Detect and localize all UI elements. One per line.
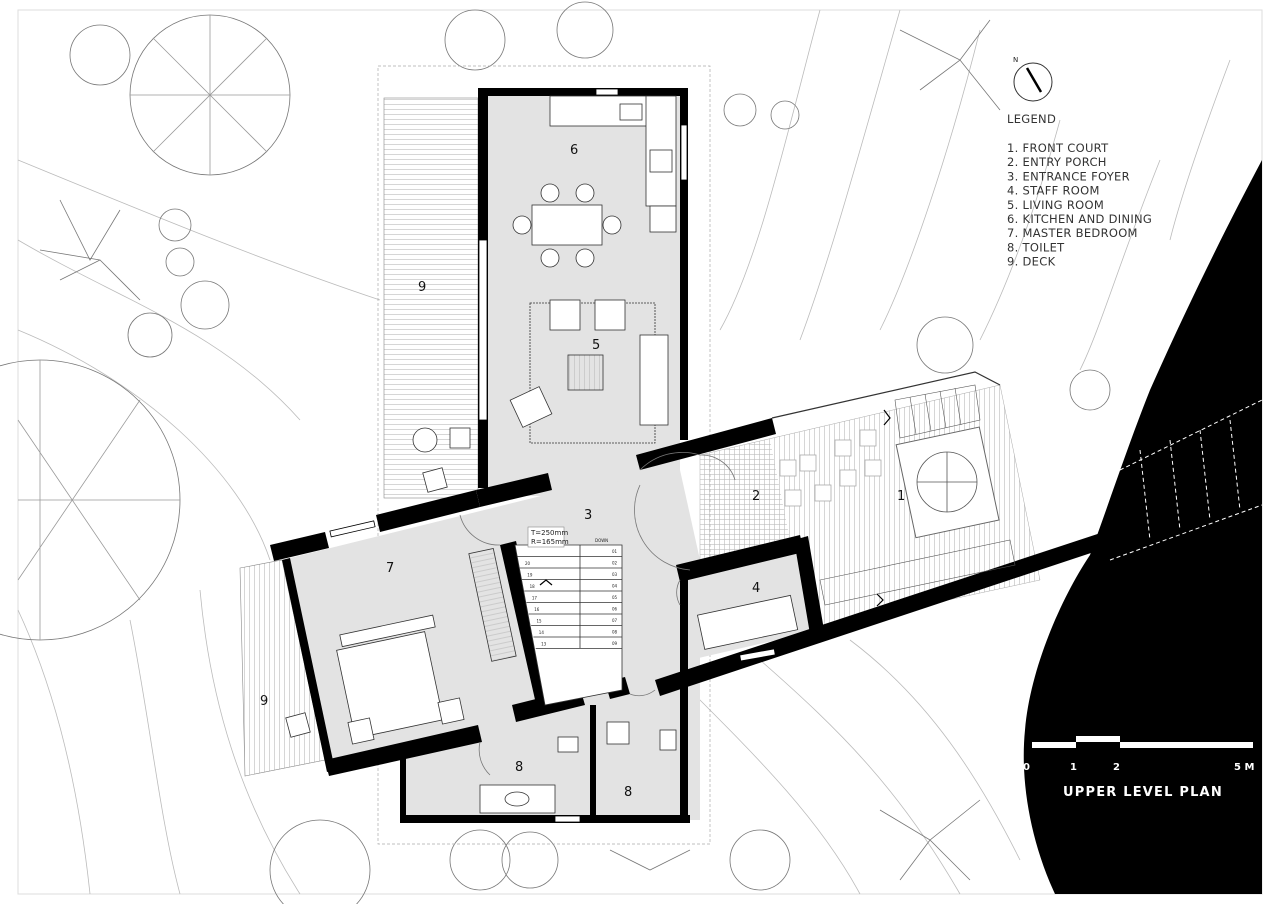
room-label-staff-room: 4 — [752, 581, 760, 596]
stair-step-number: 04 — [612, 584, 618, 589]
stair-step-number: 09 — [612, 641, 618, 646]
scale-tick-1: 1 — [1070, 762, 1077, 773]
stair-step-number: 03 — [612, 572, 618, 577]
dining-table — [512, 183, 622, 268]
room-label-foyer: 3 — [584, 508, 592, 523]
stair-step-number: 17 — [532, 596, 538, 601]
lower-stair-outline — [1109, 399, 1263, 561]
stair: T=250mm R=165mm DOWN 01 02 03 04 05 06 07 08 09 2… — [514, 526, 623, 706]
scale-bar: 0 1 2 5 M UPPER LEVEL PLAN — [1023, 736, 1254, 800]
legend-item: 1. FRONT COURT — [1007, 141, 1109, 155]
railing — [771, 371, 1001, 419]
legend-item: 4. STAFF ROOM — [1007, 184, 1100, 198]
stair-step-number: 18 — [530, 584, 536, 589]
room-label-deck-west: 9 — [260, 694, 268, 709]
stair-step-number: 20 — [525, 561, 531, 566]
terrain-slope — [1023, 160, 1262, 894]
room-label-toilet-2: 8 — [624, 785, 632, 800]
bed — [336, 548, 799, 745]
stair-step-number: 16 — [534, 607, 540, 612]
legend-item: 6. KITCHEN AND DINING — [1007, 212, 1152, 226]
doors — [459, 451, 736, 776]
room-labels: 1 2 3 4 5 6 7 8 8 9 9 — [260, 143, 905, 800]
north-arrow: N — [1013, 56, 1053, 102]
walls — [270, 88, 1145, 823]
scale-tick-2: 2 — [1113, 762, 1120, 773]
paving-slabs — [779, 429, 882, 507]
scale-tick-0: 0 — [1023, 762, 1030, 773]
room-label-deck-north: 9 — [418, 280, 426, 295]
legend-item: 8. TOILET — [1007, 240, 1065, 254]
scale-tick-5: 5 M — [1234, 762, 1254, 773]
kitchen-counter — [549, 95, 677, 233]
stair-step-number: 13 — [541, 642, 547, 647]
stair-step-number: 01 — [612, 549, 618, 554]
court-tree — [916, 451, 978, 513]
contour-lines — [17, 9, 1231, 895]
entry-porch — [700, 440, 790, 560]
legend-item: 9. DECK — [1007, 255, 1056, 269]
plan-title: UPPER LEVEL PLAN — [1063, 785, 1223, 800]
stair-step-number: 05 — [612, 595, 618, 600]
stair-step-number: 06 — [612, 607, 618, 612]
room-label-entry-porch: 2 — [752, 489, 760, 504]
court-stairs — [819, 384, 1016, 607]
room-label-kitchen-dining: 6 — [570, 143, 578, 158]
room-label-living-room: 5 — [592, 338, 600, 353]
room-label-front-court: 1 — [897, 489, 905, 504]
legend-title: LEGEND — [1007, 112, 1056, 126]
stair-step-number: 14 — [539, 630, 545, 635]
stair-tread-text: T=250mm — [530, 529, 568, 537]
stair-step-number: 08 — [612, 630, 618, 635]
legend-item: 2. ENTRY PORCH — [1007, 155, 1107, 169]
windows — [329, 88, 776, 823]
room-label-toilet-1: 8 — [515, 760, 523, 775]
trees — [0, 1, 1111, 904]
stair-step-number: 07 — [612, 618, 618, 623]
stair-step-number: 15 — [537, 619, 543, 624]
living-furniture — [285, 299, 669, 738]
legend-item: 3. ENTRANCE FOYER — [1007, 169, 1130, 183]
toilet-fixtures — [479, 721, 677, 814]
stair-step-number: 19 — [527, 573, 533, 578]
room-label-master-bedroom: 7 — [386, 561, 394, 576]
legend-item: 7. MASTER BEDROOM — [1007, 226, 1138, 240]
stair-step-number: 02 — [612, 561, 618, 566]
legend-item: 5. LIVING ROOM — [1007, 198, 1104, 212]
stair-direction-text: DOWN — [595, 538, 608, 543]
stair-riser-text: R=165mm — [531, 538, 569, 546]
north-label: N — [1013, 56, 1018, 64]
